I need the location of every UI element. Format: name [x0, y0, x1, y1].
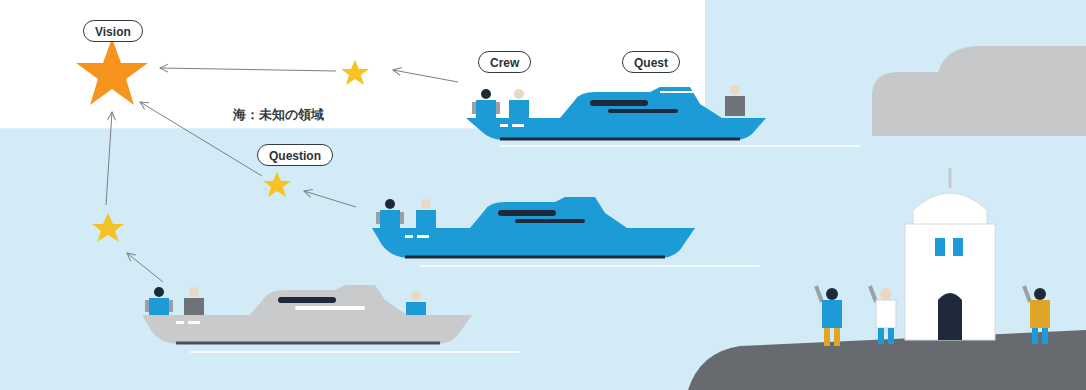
region-label: 海：未知の領域 [233, 107, 324, 123]
label-pill: Quest [622, 51, 680, 73]
boat [466, 85, 860, 146]
vision-star [76, 38, 148, 105]
pill-text: Vision [95, 25, 131, 39]
star [263, 172, 291, 197]
label-pill: Question [257, 144, 333, 166]
star [341, 60, 369, 85]
boat [142, 285, 520, 352]
star [92, 213, 124, 242]
pill-text: Quest [634, 56, 668, 70]
sea [0, 128, 1086, 390]
pill-text: Question [269, 149, 321, 163]
ground [688, 330, 1086, 390]
label-pill: Crew [478, 51, 531, 73]
pill-text: Crew [490, 56, 519, 70]
label-pill: Vision [83, 20, 143, 42]
people [816, 286, 1050, 346]
cloud [872, 46, 1086, 136]
lighthouse [905, 168, 995, 340]
boat [372, 197, 760, 266]
